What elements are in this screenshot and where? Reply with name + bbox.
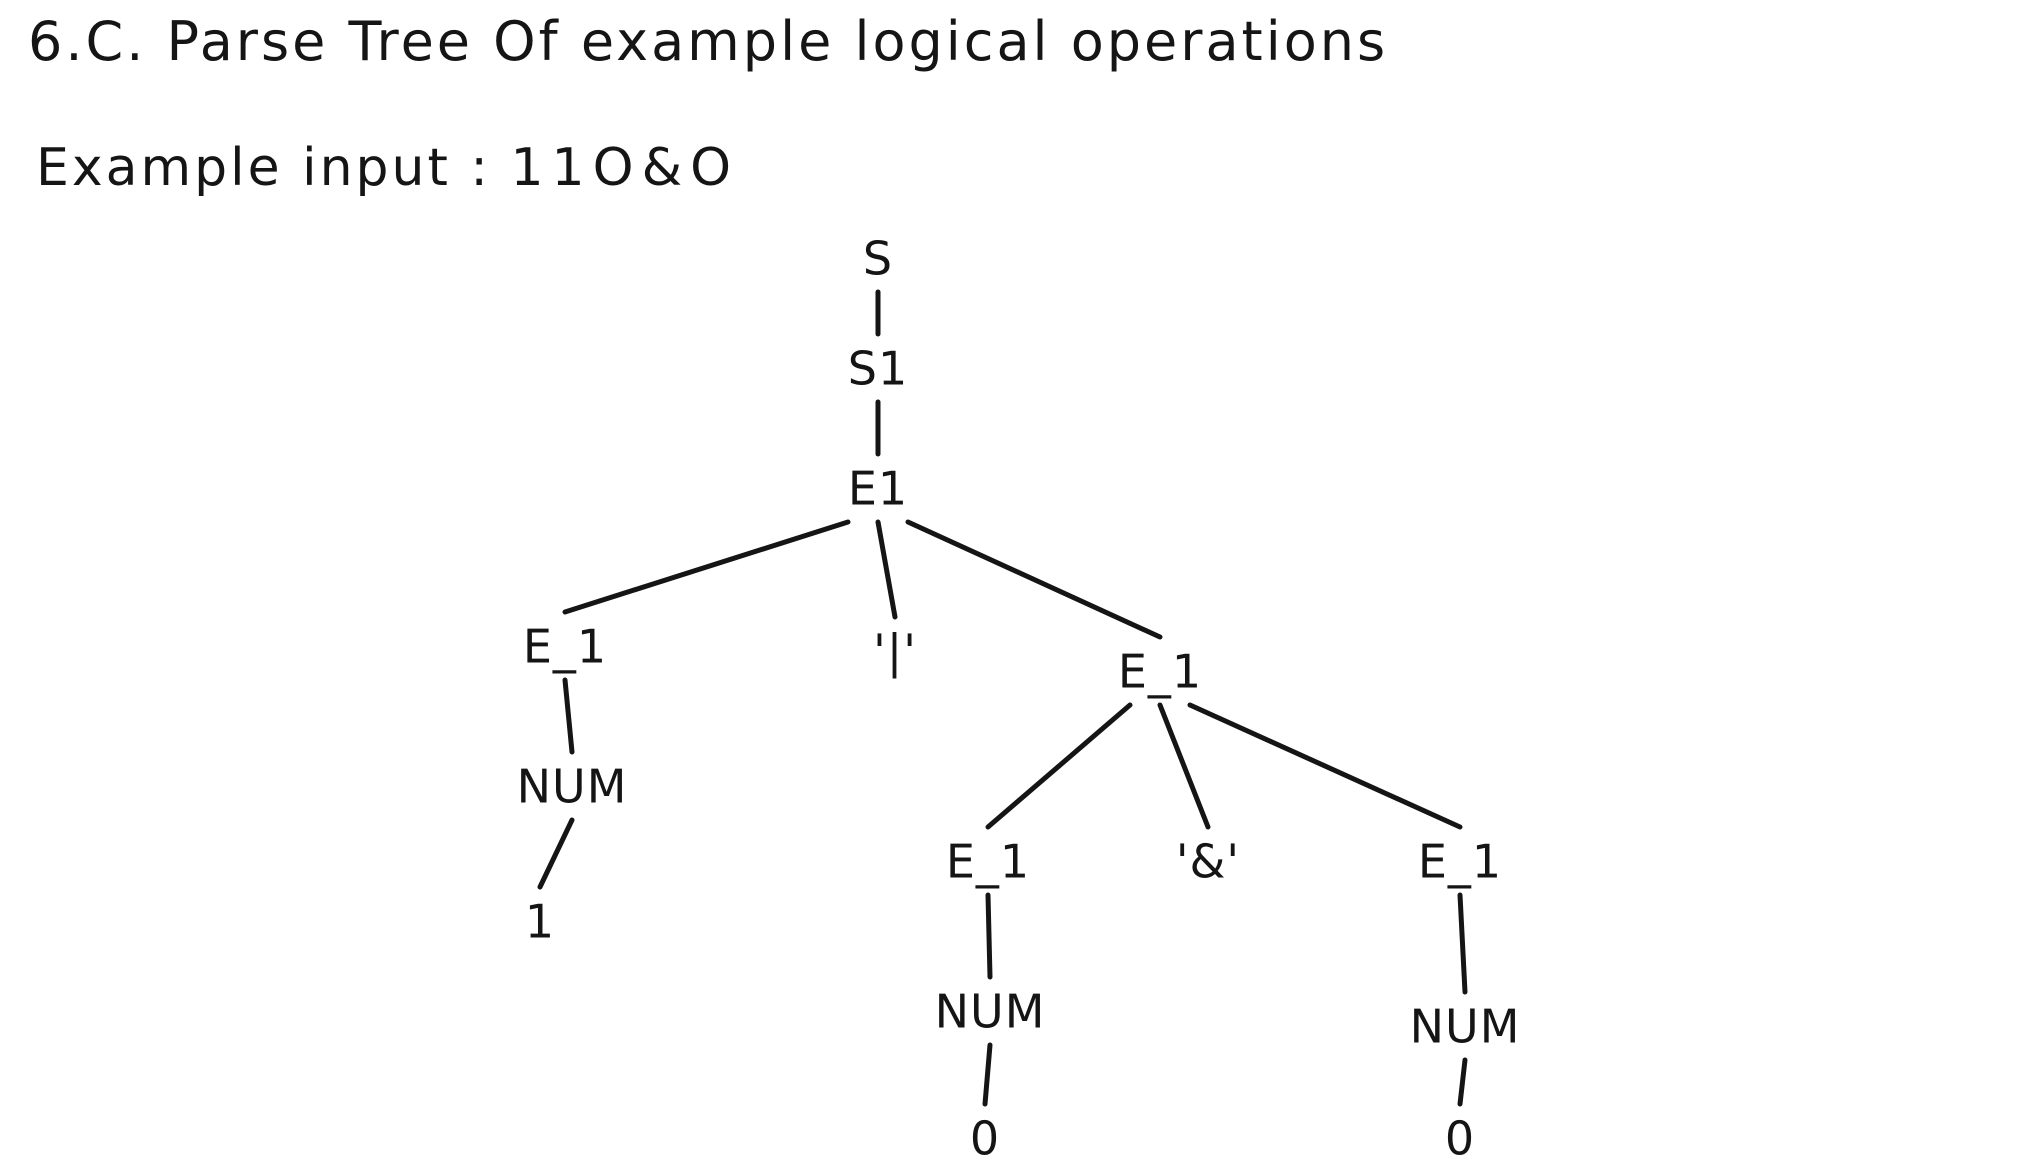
- tree-node-or-terminal: '|': [873, 625, 917, 680]
- tree-edge-num-1-to-leaf-1: [537, 817, 575, 890]
- tree-edge-e1-to-e1-right: [905, 519, 1163, 640]
- example-input-value: 11O&O: [510, 138, 740, 198]
- tree-edge-e1-right-to-e1-and-left: [985, 702, 1133, 830]
- tree-node-s: S: [863, 232, 893, 286]
- tree-node-e1-and-right: E_1: [1418, 835, 1502, 889]
- tree-node-e1-and-left: E_1: [946, 835, 1030, 889]
- tree-edge-num-3-to-leaf-3: [1457, 1057, 1468, 1107]
- tree-node-e1-right: E_1: [1118, 645, 1202, 699]
- tree-edge-e1-left-to-num-1: [562, 677, 575, 755]
- tree-node-leaf-3: 0: [1445, 1112, 1475, 1166]
- tree-node-leaf-1: 1: [525, 895, 555, 949]
- tree-node-num-2: NUM: [935, 985, 1046, 1039]
- tree-edge-e1-right-to-and-terminal: [1157, 702, 1211, 830]
- tree-node-num-1: NUM: [517, 760, 628, 814]
- tree-edge-e1-and-left-to-num-2: [985, 892, 993, 980]
- tree-edge-e1-and-right-to-num-3: [1457, 892, 1468, 995]
- example-input-label: Example input :: [36, 138, 491, 198]
- tree-node-e1-left: E_1: [523, 620, 607, 674]
- tree-edge-e1-right-to-e1-and-right: [1187, 702, 1463, 830]
- diagram-title: 6.C. Parse Tree Of example logical opera…: [28, 10, 1389, 73]
- tree-node-leaf-2: 0: [970, 1112, 1000, 1166]
- tree-edge-e1-to-or-terminal: [875, 519, 898, 620]
- example-input: Example input : 11O&O: [36, 138, 739, 198]
- tree-node-s1: S1: [848, 342, 908, 396]
- tree-node-and-terminal: '&': [1176, 835, 1240, 889]
- tree-node-e1: E1: [848, 462, 908, 516]
- tree-edge-num-2-to-leaf-2: [982, 1042, 993, 1107]
- tree-node-num-3: NUM: [1410, 1000, 1521, 1054]
- tree-edge-e1-to-e1-left: [562, 519, 851, 615]
